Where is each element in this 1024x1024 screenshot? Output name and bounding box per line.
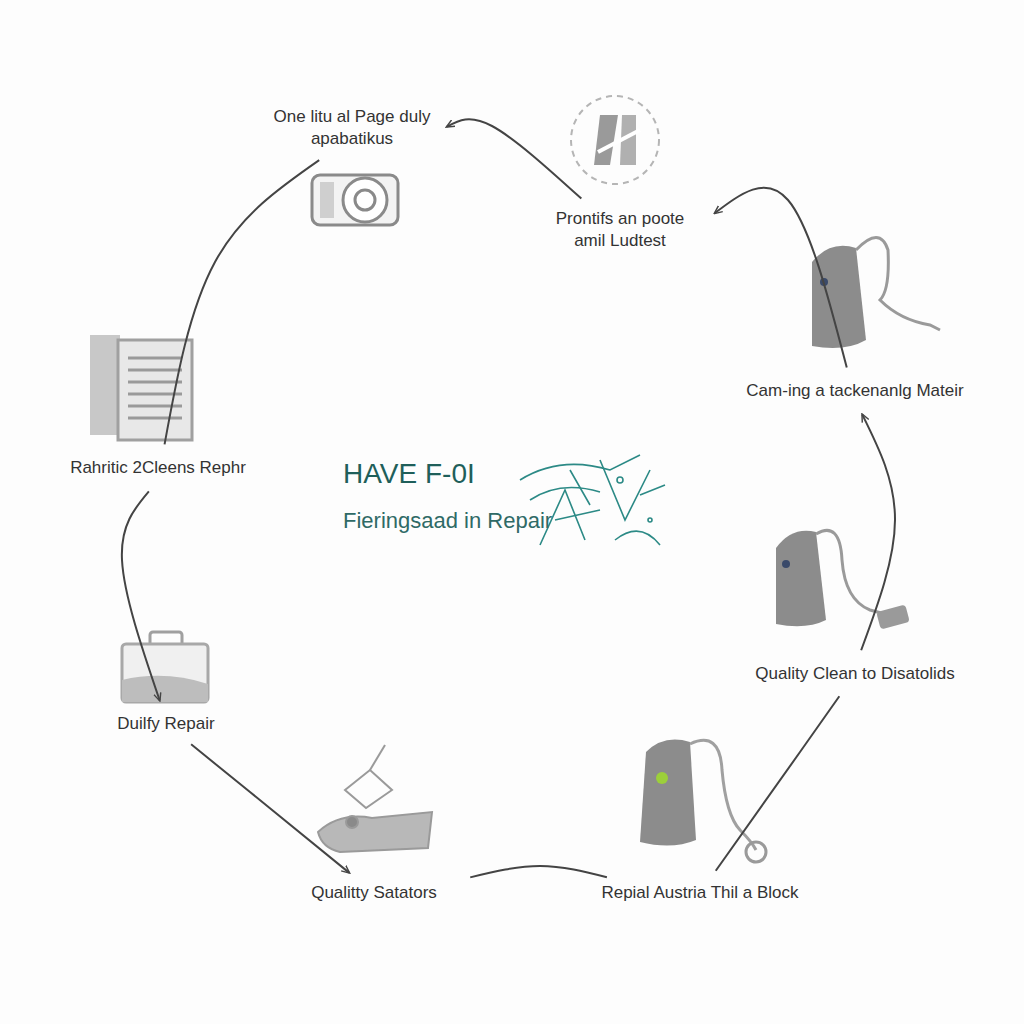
cycle-arrow [861, 415, 895, 651]
camera-icon [312, 175, 398, 225]
step-text: Qualitty Satators [270, 882, 478, 904]
step-label: One litu al Page duly apabatikus [267, 103, 437, 153]
document-icon [90, 335, 192, 440]
title-text: HAVE F-0I [343, 458, 475, 490]
hearing-aid-icon [776, 530, 910, 629]
step-text: Prontifs an poote amil Ludtest [541, 208, 699, 252]
cycle-arrow [447, 119, 581, 198]
step-label: Cam-ing a tackenanlg Mateir [705, 377, 1005, 405]
center-subtitle: Fieringsaad in Repair [343, 508, 552, 534]
cycle-arrow [122, 491, 160, 700]
hands-icon [318, 745, 432, 852]
cycle-arrow [715, 188, 847, 368]
step-label: Repial Austria Thil a Block [555, 879, 845, 907]
step-label: Rahritic 2Cleens Rephr [33, 454, 283, 482]
cycle-arrow [191, 744, 349, 872]
cycle-arrow [716, 696, 840, 871]
step-text: Repial Austria Thil a Block [561, 882, 839, 904]
step-text: Cam-ing a tackenanlg Mateir [711, 380, 999, 402]
tool-icon [571, 96, 659, 184]
hearing-aid-icon [640, 740, 766, 862]
step-text: Duilfy Repair [72, 713, 260, 735]
step-label: Quality Clean to Disatolids [705, 660, 1005, 688]
hearing-aid-icon [812, 238, 940, 349]
step-text: Quality Clean to Disatolids [711, 663, 999, 685]
step-text: Rahritic 2Cleens Rephr [39, 457, 277, 479]
step-text: One litu al Page duly apabatikus [273, 106, 431, 150]
cycle-arrow [470, 866, 607, 877]
step-label: Duilfy Repair [66, 710, 266, 738]
center-title: HAVE F-0I [343, 458, 475, 490]
cycle-arrow [165, 160, 320, 444]
case-icon [122, 632, 208, 702]
step-label: Qualitty Satators [264, 879, 484, 907]
step-label: Prontifs an poote amil Ludtest [535, 205, 705, 255]
